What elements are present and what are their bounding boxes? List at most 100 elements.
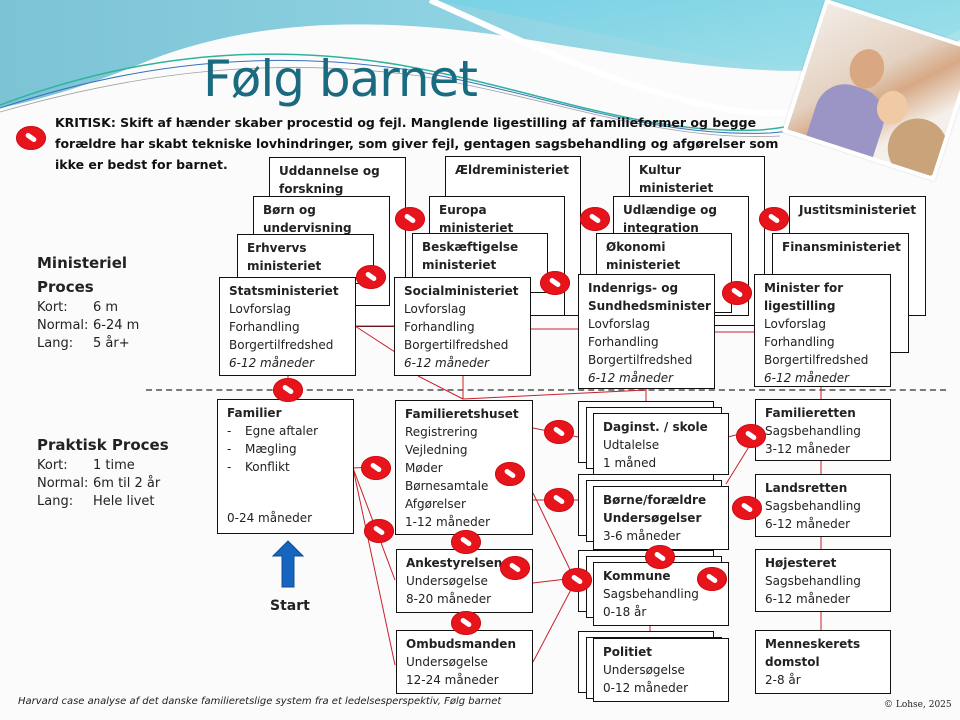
ministry-name: Ældreministeriet: [455, 163, 569, 177]
card-title: Minister for ligestilling: [764, 281, 844, 313]
card-line: Lovforslag: [588, 317, 650, 331]
politiet-card[interactable]: Politiet Undersøgelse 0-12 måneder: [593, 638, 729, 702]
card-title: Statsministeriet: [229, 284, 339, 298]
card-line: Forhandling: [229, 320, 300, 334]
card-line: Borgertilfredshed: [588, 353, 693, 367]
card-line: 6-12 måneder: [765, 592, 851, 606]
ministry-name: Beskæftigelse ministeriet: [422, 240, 519, 272]
warning-icon: [395, 207, 425, 231]
card-line: Borgertilfredshed: [229, 338, 334, 352]
ministry-name: Justitsministeriet: [799, 203, 917, 217]
footer-caption: Harvard case analyse af det danske famil…: [18, 696, 502, 707]
card-bullet: Konflikt: [227, 458, 344, 476]
card-line: 3-6 måneder: [603, 529, 681, 543]
warning-icon: [273, 378, 303, 402]
card-title: Familieretshuset: [405, 407, 519, 421]
ministry-card-indenrigs[interactable]: Indenrigs- og Sundhedsminister Lovforsla…: [578, 274, 715, 389]
card-duration: 0-24 måneder: [227, 511, 313, 525]
card-duration: 6-12 måneder: [764, 371, 850, 385]
legend-heading: Praktisk Proces: [37, 436, 169, 454]
warning-icon: [356, 265, 386, 289]
legend-value: 1 time: [93, 458, 135, 473]
card-title: Familier: [227, 406, 282, 420]
card-duration: 6-12 måneder: [229, 356, 315, 370]
ministry-name: Finansministeriet: [782, 240, 901, 254]
card-title: Ombudsmanden: [406, 637, 516, 651]
ministry-card-socialministeriet[interactable]: Socialministeriet Lovforslag Forhandling…: [394, 277, 531, 376]
ministry-name: Europa ministeriet: [439, 203, 514, 235]
ministry-card-ligestilling[interactable]: Minister for ligestilling Lovforslag For…: [754, 274, 891, 387]
card-line: 0-18 år: [603, 605, 647, 619]
card-bullet: Mægling: [227, 440, 344, 458]
legend-label: Normal:: [37, 318, 89, 333]
warning-icon: [451, 611, 481, 635]
card-line: 0-12 måneder: [603, 681, 689, 695]
card-line: Forhandling: [588, 335, 659, 349]
card-title: Indenrigs- og Sundhedsminister: [588, 281, 711, 313]
card-line: Sagsbehandling: [765, 499, 861, 513]
hojesteret-card[interactable]: Højesteret Sagsbehandling 6-12 måneder: [755, 549, 891, 612]
card-title: Ankestyrelsen: [406, 556, 503, 570]
card-line: Registrering: [405, 425, 478, 439]
practical-process-legend: Praktisk Proces Kort:1 time Normal:6m ti…: [37, 433, 169, 511]
warning-icon: [645, 545, 675, 569]
card-title: Børne/forældre: [603, 493, 707, 507]
warning-icon: [364, 519, 394, 543]
page-title: Følg barnet: [203, 50, 478, 108]
card-line: 6-12 måneder: [765, 517, 851, 531]
legend-value: Hele livet: [93, 494, 155, 509]
legend-label: Kort:: [37, 300, 68, 315]
ministry-name: Økonomi ministeriet: [606, 240, 681, 272]
ombudsmanden-card[interactable]: Ombudsmanden Undersøgelse 12-24 måneder: [396, 630, 533, 694]
warning-icon: [732, 496, 762, 520]
card-line: Sagsbehandling: [765, 574, 861, 588]
ministry-name: Børn og undervisning: [263, 203, 352, 235]
card-title: Undersøgelser: [603, 511, 702, 525]
card-line: 8-20 måneder: [406, 592, 492, 606]
card-line: Lovforslag: [404, 302, 466, 316]
card-title: Menneskerets domstol: [765, 637, 861, 669]
familier-card[interactable]: Familier Egne aftaler Mægling Konflikt 0…: [217, 399, 354, 534]
ministry-name: Uddannelse og forskning: [279, 164, 380, 196]
familieretten-card[interactable]: Familieretten Sagsbehandling 3-12 månede…: [755, 399, 891, 461]
ministry-card-statsministeriet[interactable]: Statsministeriet Lovforslag Forhandling …: [219, 277, 356, 376]
warning-icon: [500, 556, 530, 580]
daginst-card[interactable]: Daginst. / skole Udtalelse 1 måned: [593, 413, 729, 475]
card-line: Borgertilfredshed: [764, 353, 869, 367]
card-line: Forhandling: [404, 320, 475, 334]
warning-icon: [540, 271, 570, 295]
card-line: Sagsbehandling: [765, 424, 861, 438]
warning-icon: [759, 207, 789, 231]
legend-label: Normal:: [37, 476, 89, 491]
legend-value: 6 m: [93, 300, 119, 315]
ministry-name: Udlændige og integration: [623, 203, 718, 235]
card-line: Borgertilfredshed: [404, 338, 509, 352]
card-title: Daginst. / skole: [603, 420, 708, 434]
familieretshuset-card[interactable]: Familieretshuset Registrering Vejledning…: [395, 400, 533, 535]
warning-icon: [562, 568, 592, 592]
card-line: Lovforslag: [764, 317, 826, 331]
card-title: Kommune: [603, 569, 671, 583]
card-line: 2-8 år: [765, 673, 801, 687]
card-title: Højesteret: [765, 556, 837, 570]
card-line: 1-12 måneder: [405, 515, 491, 529]
legend-heading: Proces: [37, 278, 94, 296]
warning-icon: [361, 456, 391, 480]
landsretten-card[interactable]: Landsretten Sagsbehandling 6-12 måneder: [755, 474, 891, 537]
card-title: Politiet: [603, 645, 652, 659]
warning-icon: [580, 207, 610, 231]
warning-icon: [697, 567, 727, 591]
warning-icon: [544, 488, 574, 512]
card-line: Undersøgelse: [603, 663, 685, 677]
menneskeret-card[interactable]: Menneskerets domstol 2-8 år: [755, 630, 891, 694]
card-title: Landsretten: [765, 481, 848, 495]
card-bullet: Egne aftaler: [227, 422, 344, 440]
legend-label: Lang:: [37, 336, 74, 351]
legend-label: Kort:: [37, 458, 68, 473]
card-line: Udtalelse: [603, 438, 660, 452]
card-line: Undersøgelse: [406, 655, 488, 669]
warning-icon: [736, 424, 766, 448]
card-line: Vejledning: [405, 443, 468, 457]
borne-undersogelser-card[interactable]: Børne/forældre Undersøgelser 3-6 måneder: [593, 486, 729, 550]
